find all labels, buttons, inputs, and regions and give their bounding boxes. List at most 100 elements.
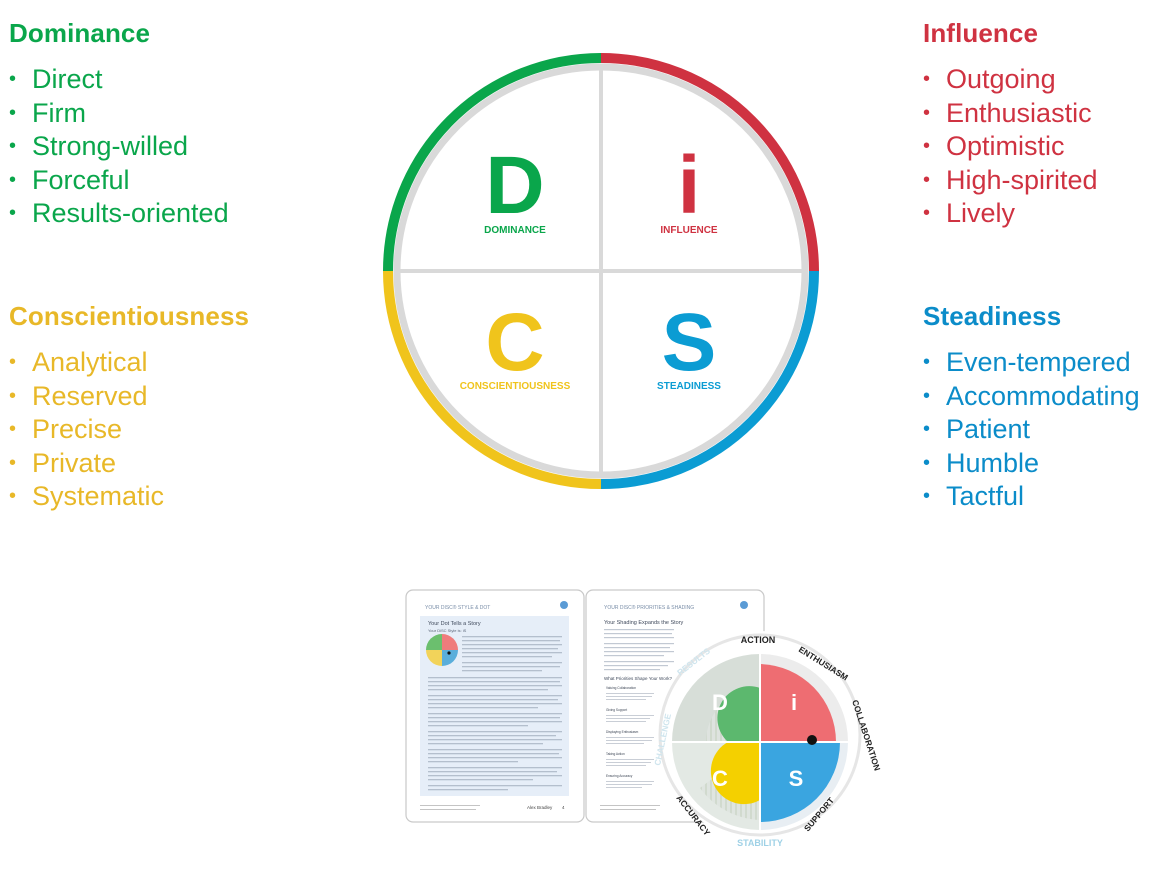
wheel-label-support: SUPPORT bbox=[802, 795, 837, 834]
wheel-c-quadrant bbox=[672, 742, 760, 830]
wheel-s-quadrant bbox=[760, 742, 848, 830]
steadiness-block: Steadiness Even-tempered Accommodating P… bbox=[923, 301, 1140, 514]
list-item: Direct bbox=[9, 63, 229, 97]
page-1-page-number: 4 bbox=[562, 805, 565, 810]
list-item: Even-tempered bbox=[923, 346, 1140, 380]
page-1-subheading: Your DiSC Style is: iS bbox=[428, 628, 467, 633]
page-2-subheading: What Priorities Shape Your Work? bbox=[604, 676, 672, 681]
influence-label: INFLUENCE bbox=[660, 225, 718, 236]
influence-arc bbox=[600, 53, 819, 272]
wheel-d-letter: D bbox=[712, 690, 728, 715]
wheel-ring bbox=[658, 633, 862, 837]
wheel-d-quadrant bbox=[672, 654, 760, 742]
circle-background bbox=[390, 60, 812, 482]
list-item: Lively bbox=[923, 197, 1098, 231]
list-item: Accommodating bbox=[923, 380, 1140, 414]
page-2-heading: Your Shading Expands the Story bbox=[604, 620, 684, 626]
steadiness-arc bbox=[600, 270, 819, 489]
wheel-dot bbox=[807, 735, 817, 745]
list-item: Systematic bbox=[9, 480, 249, 514]
list-item: Ensuring Accuracy bbox=[606, 774, 633, 778]
wheel-outer-ring bbox=[656, 631, 864, 839]
dominance-label: DOMINANCE bbox=[484, 225, 546, 236]
list-item: Analytical bbox=[9, 346, 249, 380]
page-2-priority-lines bbox=[606, 693, 654, 788]
dominance-title: Dominance bbox=[9, 18, 151, 48]
list-item: Optimistic bbox=[923, 130, 1098, 164]
list-item: Results-oriented bbox=[9, 197, 229, 231]
page-1-mini-disc bbox=[426, 634, 458, 666]
conscientiousness-arc bbox=[383, 270, 602, 489]
disc-circle: D DOMINANCE i INFLUENCE C CONSCIENTIOUSN… bbox=[383, 53, 819, 489]
list-item: Valuing Collaboration bbox=[606, 686, 636, 690]
list-item: Tactful bbox=[923, 480, 1140, 514]
wheel-label-collaboration: COLLABORATION bbox=[850, 699, 882, 772]
page-1-logo-icon bbox=[560, 601, 568, 609]
conscientiousness-label: CONSCIENTIOUSNESS bbox=[460, 381, 571, 392]
list-item: Outgoing bbox=[923, 63, 1098, 97]
page-1-text-lines bbox=[428, 636, 562, 791]
inner-gray-ring bbox=[393, 63, 809, 479]
influence-block: Influence Outgoing Enthusiastic Optimist… bbox=[923, 18, 1098, 231]
influence-title: Influence bbox=[923, 18, 1039, 48]
wheel-shading-red bbox=[760, 664, 836, 742]
list-item: Giving Support bbox=[606, 708, 627, 712]
wheel-label-enthusiasm: ENTHUSIASM bbox=[797, 644, 850, 682]
page-2-frame bbox=[585, 589, 765, 823]
page-2-footer-lines bbox=[600, 805, 660, 810]
wheel-shading-yellow bbox=[710, 742, 760, 805]
list-item: Strong-willed bbox=[9, 130, 229, 164]
page-1-header: YOUR DISC® STYLE & DOT bbox=[425, 604, 490, 611]
page-2-text-lines bbox=[604, 629, 674, 671]
steadiness-label: STEADINESS bbox=[657, 381, 721, 392]
influence-letter: i bbox=[678, 140, 701, 231]
dominance-arc bbox=[383, 53, 602, 272]
influence-list: Outgoing Enthusiastic Optimistic High-sp… bbox=[923, 63, 1098, 231]
priority-wheel: D i C S ACTION ENTHUSIASM COLLABORATION … bbox=[652, 631, 882, 848]
wheel-label-accuracy: ACCURACY bbox=[674, 793, 712, 838]
list-item: High-spirited bbox=[923, 164, 1098, 198]
wheel-label-results: RESULTS bbox=[675, 645, 712, 677]
list-item: Firm bbox=[9, 97, 229, 131]
report-page-1: YOUR DISC® STYLE & DOT Your Dot Tells a … bbox=[405, 589, 585, 823]
wheel-hatch-c bbox=[700, 742, 760, 820]
wheel-shading-blue bbox=[760, 742, 840, 822]
list-item: Enthusiastic bbox=[923, 97, 1098, 131]
dominance-block: Dominance Direct Firm Strong-willed Forc… bbox=[9, 18, 229, 231]
wheel-shading-green bbox=[717, 686, 760, 742]
conscientiousness-block: Conscientiousness Analytical Reserved Pr… bbox=[9, 301, 249, 514]
list-item: Humble bbox=[923, 447, 1140, 481]
wheel-label-stability: STABILITY bbox=[737, 838, 783, 848]
wheel-i-letter: i bbox=[791, 690, 797, 715]
page-2-priority-list: Valuing Collaboration Giving Support Dis… bbox=[606, 686, 639, 778]
wheel-s-letter: S bbox=[789, 766, 804, 791]
list-item: Patient bbox=[923, 413, 1140, 447]
page-2-logo-icon bbox=[740, 601, 748, 609]
list-item: Forceful bbox=[9, 164, 229, 198]
dominance-list: Direct Firm Strong-willed Forceful Resul… bbox=[9, 63, 229, 231]
wheel-label-challenge: CHALLENGE bbox=[652, 712, 673, 766]
wheel-c-letter: C bbox=[712, 766, 728, 791]
dominance-letter: D bbox=[485, 140, 544, 231]
page-1-heading: Your Dot Tells a Story bbox=[428, 621, 481, 627]
conscientiousness-list: Analytical Reserved Precise Private Syst… bbox=[9, 346, 249, 514]
steadiness-letter: S bbox=[662, 297, 717, 388]
list-item: Displaying Enthusiasm bbox=[606, 730, 639, 734]
page-1-footer-name: Alex Bradley bbox=[527, 805, 553, 810]
list-item: Precise bbox=[9, 413, 249, 447]
list-item: Private bbox=[9, 447, 249, 481]
conscientiousness-letter: C bbox=[485, 297, 544, 388]
page-1-content-panel bbox=[420, 616, 569, 796]
report-page-2: YOUR DISC® PRIORITIES & SHADING Your Sha… bbox=[585, 589, 765, 823]
conscientiousness-title: Conscientiousness bbox=[9, 301, 250, 331]
page-1-frame bbox=[405, 589, 585, 823]
wheel-label-action: ACTION bbox=[741, 635, 776, 645]
list-item: Taking Action bbox=[606, 752, 625, 756]
steadiness-list: Even-tempered Accommodating Patient Humb… bbox=[923, 346, 1140, 514]
wheel-hatch-d bbox=[706, 688, 760, 742]
page-2-header: YOUR DISC® PRIORITIES & SHADING bbox=[604, 604, 694, 611]
steadiness-title: Steadiness bbox=[923, 301, 1062, 331]
page-1-footer-lines bbox=[420, 805, 480, 810]
list-item: Reserved bbox=[9, 380, 249, 414]
wheel-i-quadrant bbox=[760, 654, 848, 742]
